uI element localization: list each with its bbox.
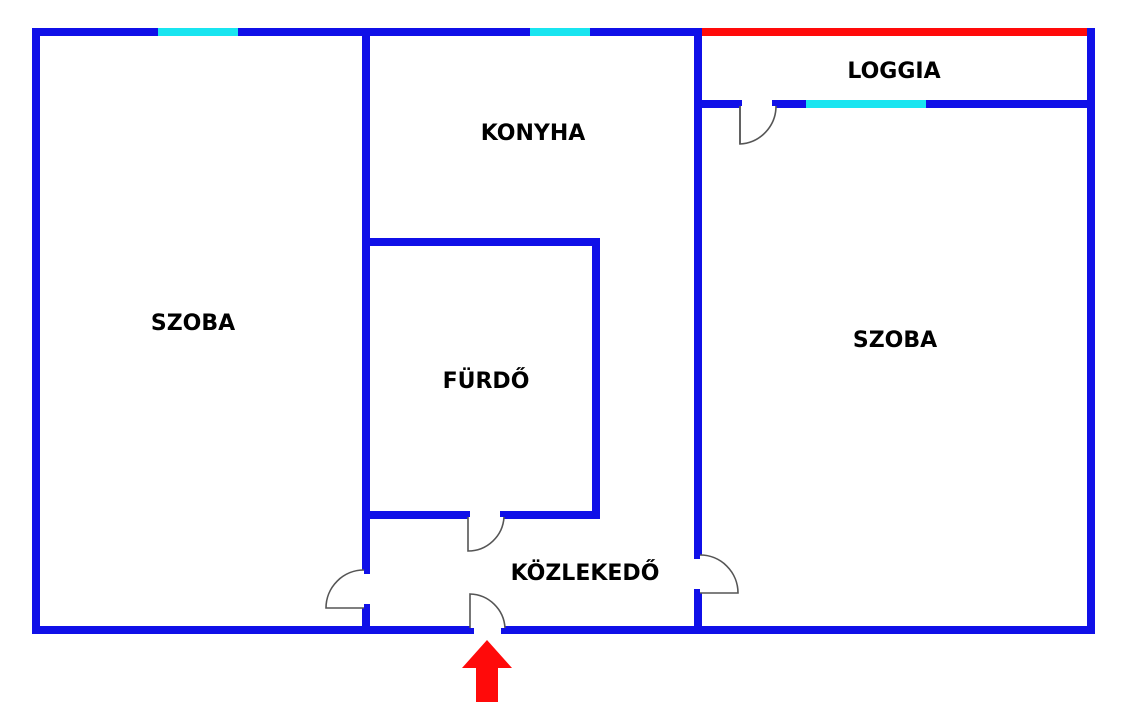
room-label-furdo: FÜRDŐ bbox=[443, 368, 530, 394]
room-label-szoba-left: SZOBA bbox=[151, 311, 235, 336]
windows bbox=[158, 28, 926, 108]
door-szoba-left bbox=[325, 569, 365, 609]
door-entrance bbox=[469, 593, 506, 629]
room-label-konyha: KONYHA bbox=[481, 121, 586, 146]
door-szoba-right bbox=[699, 554, 739, 594]
room-label-kozlekedo: KÖZLEKEDŐ bbox=[511, 560, 660, 586]
room-label-szoba-right: SZOBA bbox=[853, 328, 937, 353]
walls bbox=[32, 28, 1095, 634]
room-label-loggia: LOGGIA bbox=[847, 59, 940, 84]
door-furdo bbox=[467, 516, 505, 552]
door-loggia bbox=[739, 105, 777, 145]
doors bbox=[325, 105, 777, 629]
entrance-arrow-icon bbox=[462, 640, 512, 702]
